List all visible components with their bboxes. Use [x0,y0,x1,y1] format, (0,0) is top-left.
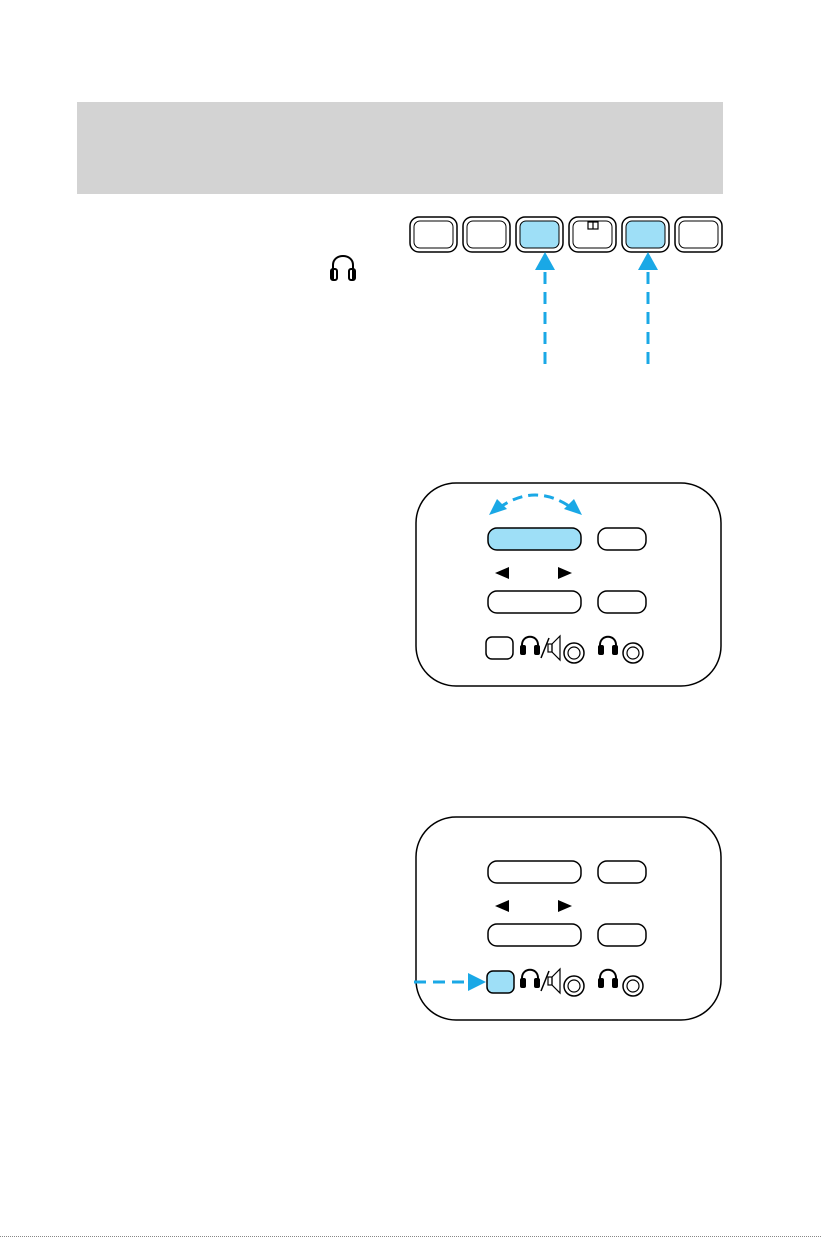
headphone-jack-1[interactable] [564,643,584,663]
headphone-jack-1[interactable] [564,976,584,996]
overhead-controls-diagram [405,212,731,368]
headphones-icon [327,249,359,283]
upper-wide-button-highlighted[interactable] [488,528,581,550]
overhead-button-5-highlighted[interactable] [622,217,669,252]
overhead-button-6[interactable] [675,217,722,252]
upper-small-button[interactable] [598,528,646,550]
upper-small-button[interactable] [598,861,646,883]
callout-arrow-left [535,252,555,364]
section-header-band [77,102,723,194]
page-bottom-rule [0,1236,821,1237]
mode-button[interactable] [486,637,513,659]
headphone-jack-2[interactable] [623,976,643,996]
lower-small-button[interactable] [598,924,646,946]
overhead-button-2[interactable] [463,217,510,252]
overhead-button-4-marked[interactable] [569,217,616,252]
mode-button-highlighted[interactable] [487,971,514,993]
rear-control-panel-b [412,816,724,1024]
lower-wide-button[interactable] [488,924,581,946]
headphone-jack-2[interactable] [623,643,643,663]
lower-small-button[interactable] [598,591,646,613]
callout-arrow-right [638,252,658,364]
lower-wide-button[interactable] [488,591,581,613]
overhead-button-3-highlighted[interactable] [516,217,563,252]
upper-wide-button[interactable] [488,861,581,883]
rear-control-panel-a [415,482,723,689]
overhead-button-1[interactable] [410,217,457,252]
